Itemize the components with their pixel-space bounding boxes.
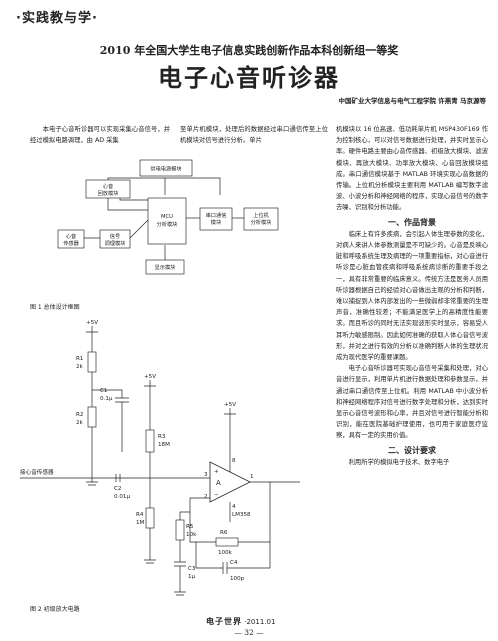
- right-paragraph-3: 电子心音听诊器可实现心音信号采集和处理，对心音进行显示，利用单片机进行数据处理和…: [336, 365, 488, 440]
- c2-value: 0.01μ: [114, 494, 130, 500]
- mcu-block: [147, 197, 187, 245]
- magazine-issue: ·2011.01: [244, 618, 276, 626]
- r5-resistor: [175, 519, 185, 541]
- pc-block: [243, 207, 279, 231]
- c2-label: C2: [114, 486, 121, 492]
- serial-block-label-2: 模块: [211, 218, 222, 226]
- loop-block-label-2: 回放模块: [98, 189, 120, 197]
- pin1-label: 1: [250, 474, 254, 480]
- article-authors: 中国矿业大学信息与电气工程学院 许燕青 马京源等: [338, 97, 486, 105]
- conditioning-block-label-2: 调理模块: [105, 239, 127, 247]
- right-paragraph-1: 机模块以 16 位高速、低功耗单片机 MSP430F169 作为控制核心，可以对…: [336, 126, 488, 212]
- display-block-label: 显示模块: [155, 263, 177, 271]
- vcc2-label: +5V: [144, 374, 156, 380]
- loop-block: [85, 179, 131, 199]
- heading-design-requirements: 二、设计要求: [388, 445, 436, 455]
- sensor-block: [57, 229, 85, 249]
- r5-value: 10k: [186, 532, 197, 538]
- right-column: 机模块以 16 位高速、低功耗单片机 MSP430F169 作为控制核心，可以对…: [336, 124, 488, 468]
- heading-background: 一、作品背景: [388, 217, 436, 227]
- r4-resistor: [145, 507, 155, 529]
- section-tag: ·实践教与学·: [16, 11, 98, 26]
- c3-label: C3: [188, 566, 196, 572]
- amplifier-circuit: +5V +5V +5V R1 2k R2 2k C1 0.1μ 接心音传感器 C…: [20, 320, 300, 596]
- pin8-label: 8: [232, 458, 236, 464]
- article-subtitle: 2010 年全国大学生电子信息实践创新作品本科创新组一等奖: [99, 44, 399, 57]
- pin2-label: 2: [204, 494, 208, 500]
- c4-value: 100p: [230, 576, 245, 582]
- c4-label: C4: [230, 560, 238, 566]
- intro-column-2: 至单片机模块，处理后的数据经过串口通信传至上位机模块对信号进行分析。单片: [180, 124, 328, 146]
- r3-label: R3: [158, 434, 166, 440]
- conditioning-block-label-1: 信号: [110, 232, 120, 240]
- block-diagram: 供电电源模块 心音 回放模块 MCU 分析模块 串口通信 模块 上位机 分析模块…: [57, 159, 279, 275]
- figure2-caption: 图 2 初级放大电路: [30, 606, 80, 613]
- sensor-block-label-1: 心音: [66, 232, 76, 240]
- r2-resistor: [87, 406, 97, 428]
- r1-resistor: [87, 351, 97, 373]
- power-block-label: 供电电源模块: [150, 165, 182, 173]
- intro-column-1: 本电子心音听诊器可以实现采集心音信号，并经过模拟电路调理，由 AD 采集: [30, 124, 170, 146]
- vcc1-label: +5V: [86, 320, 98, 326]
- mcu-block-label-1: MCU: [161, 214, 173, 220]
- r4-value: 1M: [136, 520, 145, 526]
- figure1-caption: 图 1 总体设计框图: [30, 304, 80, 311]
- c3-value: 1μ: [188, 574, 196, 580]
- r6-value: 100k: [218, 550, 233, 556]
- c1-label: C1: [100, 388, 108, 394]
- r1-label: R1: [76, 356, 84, 362]
- pin4-label: 4: [232, 504, 236, 510]
- right-paragraph-2: 临床上有许多疾病，会引起人体生理参数的变化，对病人来讲人体参数测量是不可缺少的。…: [336, 230, 488, 362]
- footer-magazine: 电子世界 ·2011.01: [206, 616, 275, 627]
- serial-block-label-1: 串口通信: [206, 211, 227, 219]
- intro-text-2: 至单片机模块，处理后的数据经过串口通信传至上位机模块对信号进行分析。单片: [180, 126, 328, 145]
- opamp-label: A: [216, 479, 221, 487]
- intro-text-1: 本电子心音听诊器可以实现采集心音信号，并经过模拟电路调理，由 AD 采集: [30, 126, 170, 145]
- magazine-name: 电子世界: [206, 617, 242, 626]
- opamp-minus: −: [214, 492, 219, 498]
- loop-block-label-1: 心音: [103, 182, 113, 190]
- pin3-label: 3: [204, 472, 208, 478]
- vcc3-label: +5V: [224, 402, 236, 408]
- c1-value: 0.1μ: [100, 396, 113, 402]
- mcu-block-label-2: 分析模块: [157, 220, 179, 228]
- sensor-input-label: 接心音传感器: [20, 468, 54, 476]
- r6-resistor: [215, 537, 239, 547]
- power-block: [139, 159, 193, 177]
- r5-label: R5: [186, 524, 194, 530]
- r4-label: R4: [136, 512, 144, 518]
- serial-block: [199, 207, 233, 231]
- r2-label: R2: [76, 412, 83, 418]
- r2-value: 2k: [76, 420, 84, 426]
- article-title: 电子心音听诊器: [158, 63, 340, 92]
- display-block: [145, 259, 185, 275]
- right-paragraph-4: 利用所学的模拟电子技术、数字电子: [348, 458, 450, 466]
- opamp-plus: +: [214, 469, 219, 475]
- chip-label: LM358: [232, 512, 251, 518]
- pc-block-label-2: 分析模块: [251, 218, 273, 226]
- r1-value: 2k: [76, 364, 84, 370]
- sensor-block-label-2: 传感器: [63, 239, 79, 247]
- r3-resistor: [145, 429, 155, 453]
- r3-value: 18M: [158, 442, 170, 448]
- pc-block-label-1: 上位机: [253, 211, 269, 219]
- page-number: — 32 —: [234, 628, 264, 637]
- r6-label: R6: [220, 530, 228, 536]
- conditioning-block: [99, 229, 131, 249]
